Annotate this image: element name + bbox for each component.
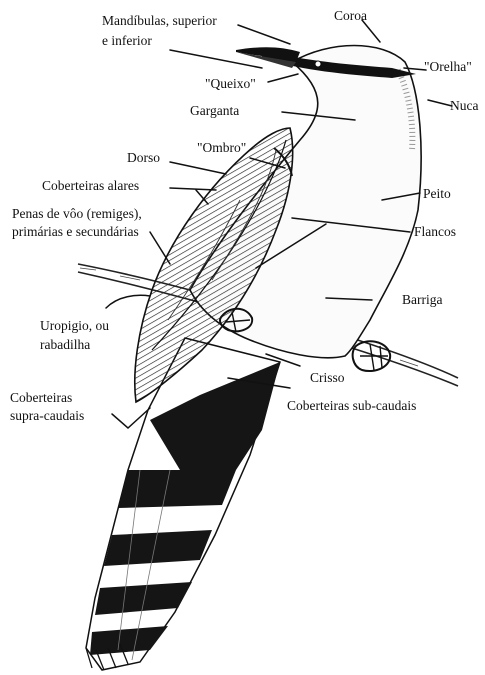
label-coberteiras-supra-line2: supra-caudais xyxy=(10,408,84,423)
label-garganta: Garganta xyxy=(190,103,239,118)
leader-coroa xyxy=(362,20,380,42)
label-coberteiras-supra-line1: Coberteiras xyxy=(10,390,72,405)
label-ombro: "Ombro" xyxy=(197,140,246,155)
label-uropigio-line1: Uropigio, ou xyxy=(40,318,109,333)
leader-coberteiras-alares xyxy=(170,188,216,190)
tail xyxy=(86,338,280,670)
label-penas-line2: primárias e secundárias xyxy=(12,224,139,239)
label-orelha: "Orelha" xyxy=(424,59,472,74)
leader-penas xyxy=(150,232,170,264)
label-mandibulas-line2: e inferior xyxy=(102,33,152,48)
leader-queixo xyxy=(268,74,298,82)
label-penas-line1: Penas de vôo (remiges), xyxy=(12,206,142,221)
label-mandibulas-line1: Mandíbulas, superior xyxy=(102,13,217,28)
label-barriga: Barriga xyxy=(402,292,442,307)
label-crisso: Crisso xyxy=(310,370,345,385)
label-coberteiras-sub: Coberteiras sub-caudais xyxy=(287,398,416,413)
label-coroa: Coroa xyxy=(334,8,367,23)
label-flancos: Flancos xyxy=(414,224,456,239)
leader-dorso xyxy=(170,162,226,174)
label-peito: Peito xyxy=(423,186,451,201)
leader-mandibulas-top xyxy=(238,25,290,44)
label-coberteiras-alares: Coberteiras alares xyxy=(42,178,139,193)
label-dorso: Dorso xyxy=(127,150,160,165)
label-uropigio-line2: rabadilha xyxy=(40,337,90,352)
leader-uropigio xyxy=(106,295,150,308)
label-queixo: "Queixo" xyxy=(205,76,256,91)
leader-nuca xyxy=(428,100,452,106)
label-nuca: Nuca xyxy=(450,98,478,113)
